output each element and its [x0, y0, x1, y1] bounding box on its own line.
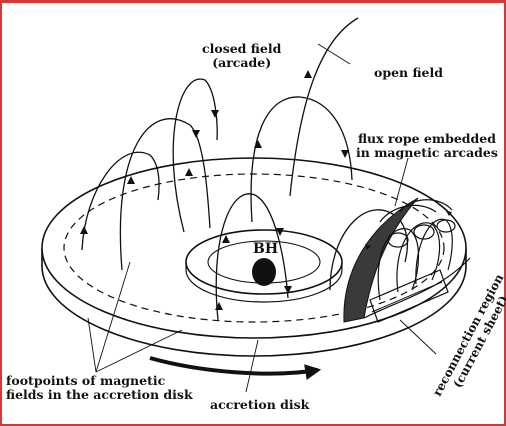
black-hole — [252, 258, 276, 286]
label-flux-rope: flux rope embedded in magnetic arcades — [356, 132, 498, 160]
label-open-field: open field — [374, 66, 443, 80]
accretion-disk — [42, 158, 466, 356]
label-footpoints: footpoints of magnetic fields in the acc… — [6, 374, 193, 402]
rotation-arrow — [150, 358, 318, 374]
label-closed-field: closed field (arcade) — [202, 42, 281, 70]
label-black-hole: BH — [253, 242, 278, 256]
label-accretion-disk: accretion disk — [210, 398, 309, 412]
